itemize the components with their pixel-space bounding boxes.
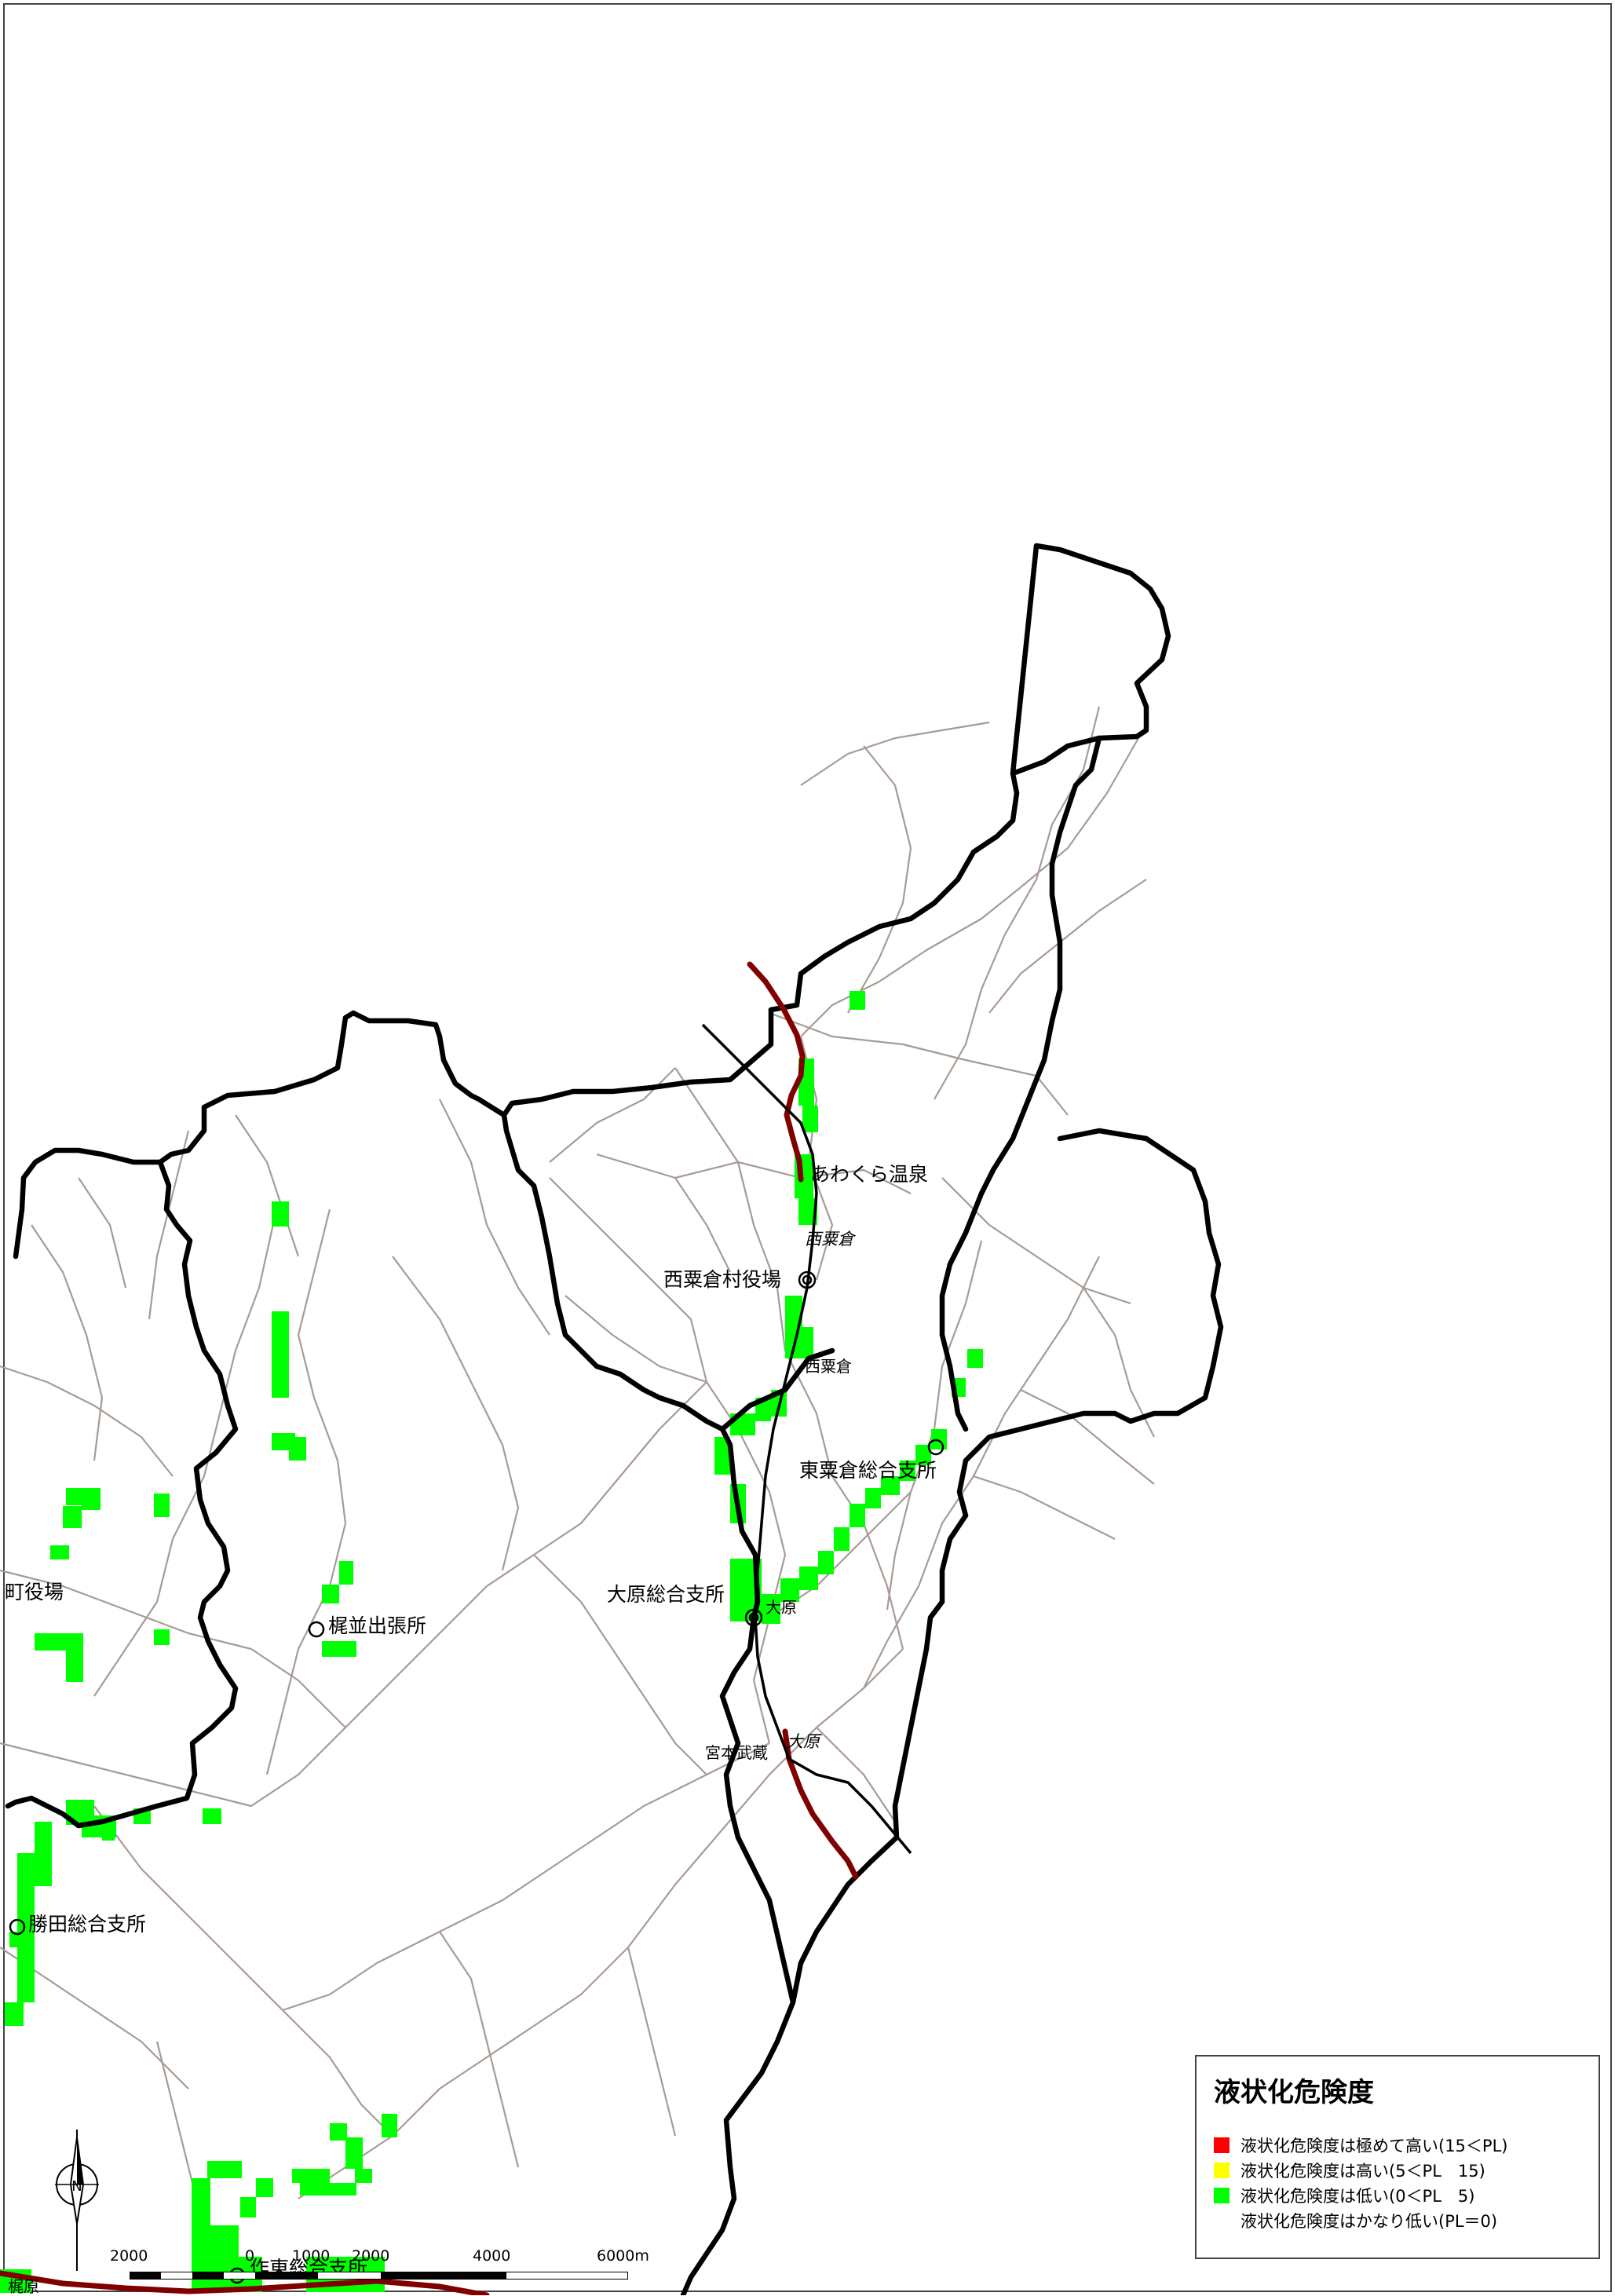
label-miyamoto-musashi: 宮本武蔵 (705, 1743, 768, 1762)
legend-label-high: 液状化危険度は高い(5＜PL 15) (1240, 2162, 1485, 2181)
map-frame (3, 3, 1612, 2292)
legend-label-low: 液状化危険度は低い(0＜PL 5) (1240, 2187, 1475, 2206)
label-kajiwara: 梶原 (8, 2277, 39, 2296)
shoeda-office-marker (9, 1918, 26, 1936)
map-legend: 液状化危険度 液状化危険度は極めて高い(15＜PL) 液状化危険度は高い(5＜P… (1195, 2055, 1600, 2259)
label-town-office: 町役場 (5, 1581, 64, 1603)
nishiawakura-office-marker (798, 1270, 817, 1289)
label-kajinami-office: 梶並出張所 (328, 1614, 427, 1637)
scale-label-3: 2000 (352, 2247, 390, 2265)
legend-row-very-high: 液状化危険度は極めて高い(15＜PL) (1214, 2133, 1581, 2158)
label-ohara: 大原 (765, 1598, 797, 1617)
legend-swatch-very-high (1214, 2137, 1230, 2153)
label-ohara-station: 大原 (787, 1732, 820, 1751)
label-nishiawakura-station: 西粟倉 (805, 1230, 854, 1249)
scale-label-5: 6000m (597, 2247, 649, 2265)
kajinami-office-marker (308, 1621, 325, 1638)
legend-title: 液状化危険度 (1214, 2077, 1374, 2108)
road-network (0, 706, 1155, 2231)
legend-row-low: 液状化危険度は低い(0＜PL 5) (1214, 2183, 1581, 2208)
scale-label-2: 1000 (292, 2247, 331, 2265)
legend-row-high: 液状化危険度は高い(5＜PL 15) (1214, 2158, 1581, 2183)
label-nishiawakura: 西粟倉 (805, 1357, 852, 1376)
label-shoeda-office: 勝田総合支所 (28, 1913, 147, 1936)
legend-swatch-very-low (1214, 2213, 1230, 2228)
legend-swatch-low (1214, 2188, 1230, 2203)
label-ohara-office: 大原総合支所 (607, 1583, 725, 1606)
label-higashiawakura-office: 東粟倉総合支所 (799, 1459, 937, 1482)
legend-row-very-low: 液状化危険度はかなり低い(PL＝0) (1214, 2208, 1581, 2233)
north-arrow-icon: N (55, 2130, 99, 2271)
low-risk-cells (0, 991, 983, 2293)
scale-label-0: 2000 (110, 2247, 148, 2265)
legend-label-very-high: 液状化危険度は極めて高い(15＜PL) (1240, 2137, 1508, 2155)
scale-bar (130, 2272, 628, 2280)
ohara-office-marker (744, 1608, 763, 1627)
legend-label-very-low: 液状化危険度はかなり低い(PL＝0) (1240, 2212, 1498, 2231)
municipal-boundaries (5, 543, 1224, 2295)
main-road (701, 1023, 912, 1855)
higashiawakura-office-marker (927, 1439, 945, 1456)
label-awakura-onsen: あわくら温泉 (810, 1163, 929, 1186)
scale-label-4: 4000 (473, 2247, 511, 2265)
north-label: N (71, 2178, 82, 2195)
label-nishiawakura-office: 西粟倉村役場 (663, 1268, 782, 1291)
facility-markers (9, 1270, 945, 2284)
legend-swatch-high (1214, 2163, 1230, 2178)
scale-label-1: 0 (245, 2247, 255, 2265)
